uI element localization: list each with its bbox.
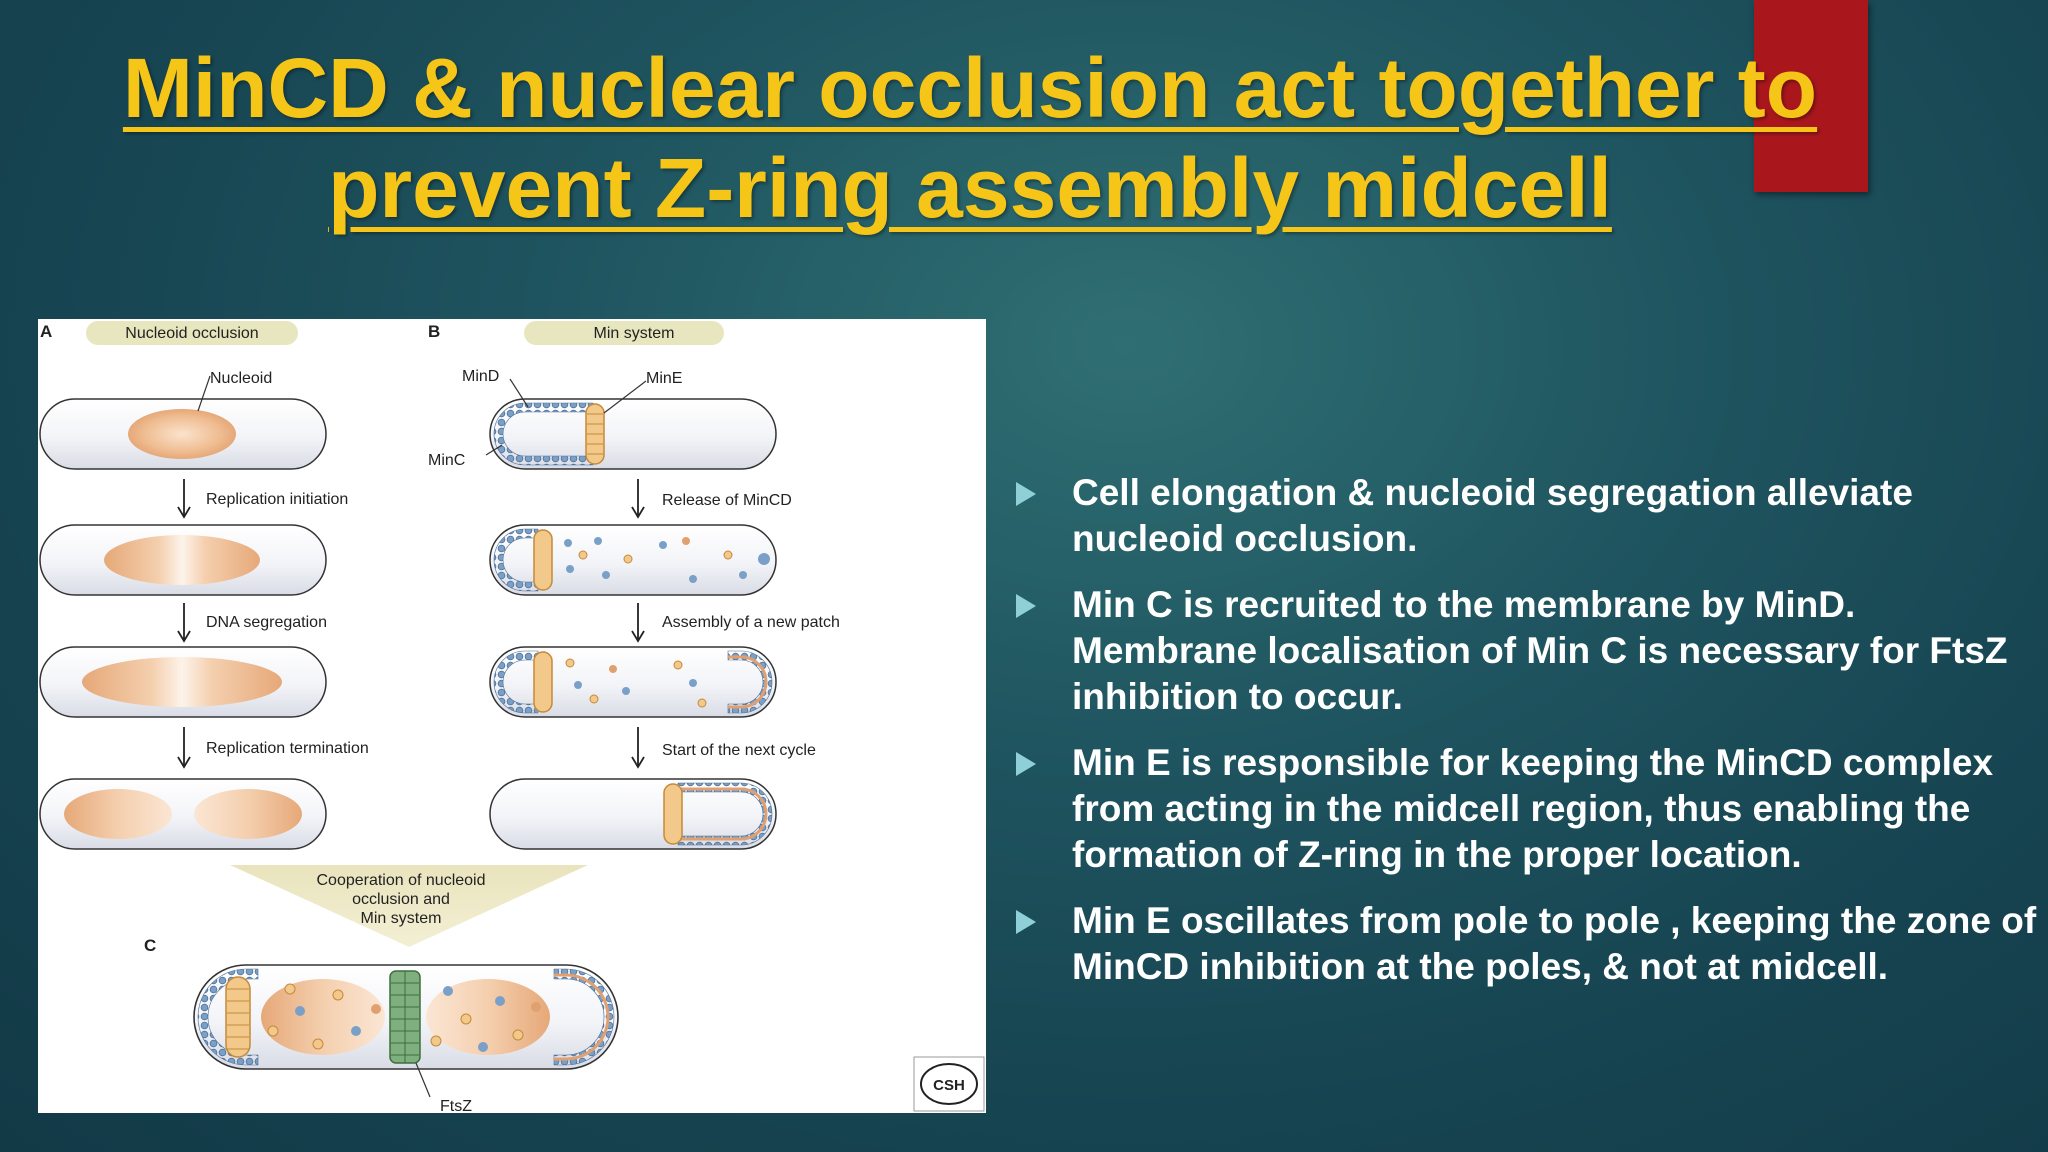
panel-b-cell-1 bbox=[485, 378, 777, 470]
bullet-item: Min C is recruited to the membrane by Mi… bbox=[1010, 582, 2040, 720]
bullet-arrow-icon bbox=[1016, 910, 1036, 934]
slide-title: MinCD & nuclear occlusion act together t… bbox=[60, 38, 1880, 238]
title-line-2: prevent Z-ring assembly midcell bbox=[328, 141, 1612, 235]
panel-a-cell-1 bbox=[39, 375, 327, 470]
panel-a-cell-3 bbox=[39, 646, 327, 718]
panel-a-arrowhead-3 bbox=[177, 756, 191, 769]
panel-b-cell-3 bbox=[489, 646, 777, 718]
panel-a-letter: A bbox=[40, 322, 52, 341]
panel-b-arrowhead-3 bbox=[631, 756, 645, 769]
panel-a-arrowhead-1 bbox=[177, 506, 191, 519]
step-b1-label: Release of MinCD bbox=[662, 492, 792, 509]
coop-line-1: Cooperation of nucleoid bbox=[316, 872, 485, 889]
ftsz-label: FtsZ bbox=[440, 1098, 472, 1113]
bullet-list: Cell elongation & nucleoid segregation a… bbox=[1010, 470, 2040, 1010]
bullet-arrow-icon bbox=[1016, 752, 1036, 776]
panel-b-title: Min system bbox=[594, 325, 675, 342]
panel-a-cell-4 bbox=[39, 778, 327, 850]
bullet-text: Min E oscillates from pole to pole , kee… bbox=[1072, 900, 2037, 987]
mine-label: MinE bbox=[646, 370, 682, 387]
title-line-1: MinCD & nuclear occlusion act together t… bbox=[122, 41, 1818, 135]
bullet-arrow-icon bbox=[1016, 594, 1036, 618]
step-a1-label: Replication initiation bbox=[206, 491, 348, 508]
minc-label: MinC bbox=[428, 452, 465, 469]
bullet-item: Min E is responsible for keeping the Min… bbox=[1010, 740, 2040, 878]
coop-line-3: Min system bbox=[361, 910, 442, 927]
cooperation-triangle bbox=[230, 865, 588, 947]
panel-b-header-pill bbox=[524, 321, 724, 345]
bullet-text: Cell elongation & nucleoid segregation a… bbox=[1072, 472, 1913, 559]
panel-b-arrowhead-2 bbox=[631, 630, 645, 643]
division-diagram: A Nucleoid occlusion B Min system Nucleo… bbox=[38, 319, 986, 1113]
panel-a-arrowhead-2 bbox=[177, 630, 191, 643]
mind-label: MinD bbox=[462, 368, 499, 385]
panel-c-cell bbox=[193, 964, 619, 1098]
bullet-text: Min E is responsible for keeping the Min… bbox=[1072, 742, 1994, 875]
bullet-text: Min C is recruited to the membrane by Mi… bbox=[1072, 584, 2008, 717]
panel-a-header-pill bbox=[86, 321, 298, 345]
bullet-arrow-icon bbox=[1016, 482, 1036, 506]
panel-b-letter: B bbox=[428, 322, 440, 341]
csh-logo-text: CSH bbox=[933, 1077, 965, 1094]
csh-logo: CSH bbox=[913, 1056, 985, 1112]
coop-line-2: occlusion and bbox=[352, 891, 450, 908]
step-b2-label: Assembly of a new patch bbox=[662, 614, 840, 631]
panel-b-cell-4 bbox=[489, 778, 777, 850]
nucleoid-label: Nucleoid bbox=[210, 370, 272, 387]
panel-a-title: Nucleoid occlusion bbox=[125, 325, 258, 342]
bullet-item: Cell elongation & nucleoid segregation a… bbox=[1010, 470, 2040, 562]
step-b3-label: Start of the next cycle bbox=[662, 742, 816, 759]
panel-b-cell-2 bbox=[489, 524, 777, 596]
step-a3-label: Replication termination bbox=[206, 740, 369, 757]
panel-c-letter: C bbox=[144, 936, 156, 955]
decorative-red-tab bbox=[1754, 0, 1868, 192]
panel-a-cell-2 bbox=[39, 524, 327, 596]
step-a2-label: DNA segregation bbox=[206, 614, 327, 631]
panel-b-arrowhead-1 bbox=[631, 506, 645, 519]
bullet-item: Min E oscillates from pole to pole , kee… bbox=[1010, 898, 2040, 990]
